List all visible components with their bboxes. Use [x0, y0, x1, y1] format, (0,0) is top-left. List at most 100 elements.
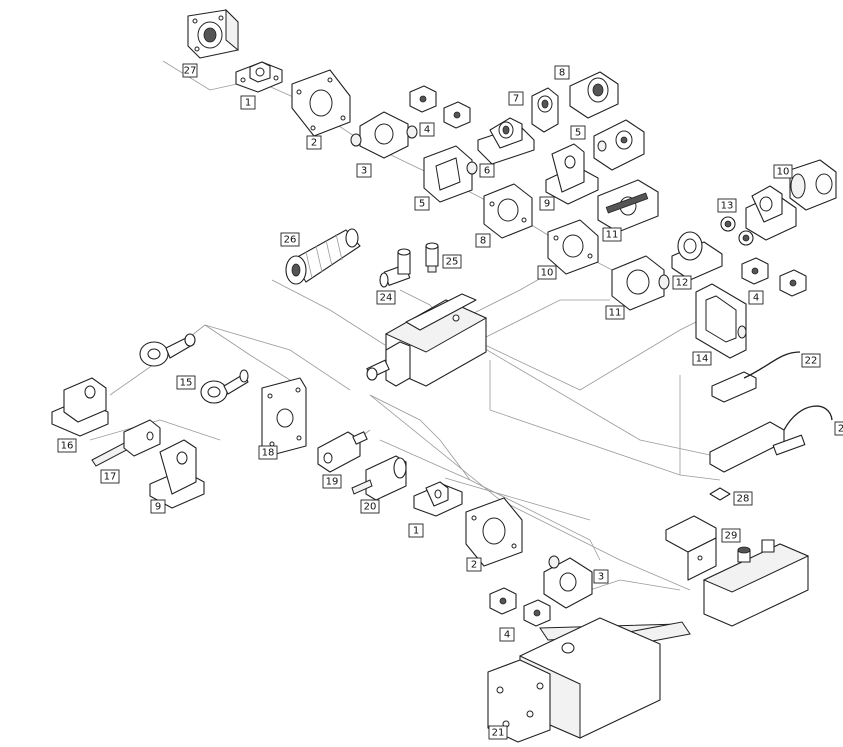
svg-text:15: 15 [180, 378, 193, 389]
svg-text:10: 10 [777, 167, 790, 178]
callout-21: 21 [488, 725, 508, 740]
callout-18: 18 [258, 445, 278, 460]
part-1-foot-bracket-top [235, 61, 283, 93]
svg-text:27: 27 [184, 66, 197, 77]
callout-labels: 27 1 2 3 4 5 6 7 8 5 9 8 10 11 11 10 13 … [57, 63, 843, 740]
svg-text:19: 19 [326, 477, 339, 488]
part-25-fitting [425, 242, 439, 273]
callout-3-bottom: 3 [593, 569, 609, 584]
callout-5-right: 5 [570, 125, 586, 140]
callout-26: 26 [280, 232, 300, 247]
part-17-threaded-clevis [91, 419, 161, 467]
svg-text:1: 1 [245, 98, 251, 109]
svg-text:6: 6 [484, 166, 490, 177]
svg-text:26: 26 [284, 235, 297, 246]
svg-text:16: 16 [61, 441, 74, 452]
svg-text:2: 2 [311, 138, 317, 149]
svg-text:3: 3 [361, 166, 367, 177]
svg-text:18: 18 [262, 448, 275, 459]
part-5-square-frame [423, 145, 478, 203]
part-7-eye [531, 87, 559, 133]
svg-text:17: 17 [104, 472, 117, 483]
part-3-trunnion-top [350, 111, 418, 159]
part-29-angle-bracket [665, 515, 717, 581]
svg-text:28: 28 [737, 494, 750, 505]
svg-text:7: 7 [513, 94, 519, 105]
callout-12: 12 [672, 275, 692, 290]
part-6-clevis-foot [477, 117, 535, 165]
part-19-rod-clevis [317, 431, 368, 473]
part-rod-eye-top [139, 333, 196, 367]
part-1-foot-bracket-bottom [413, 481, 463, 517]
svg-text:4: 4 [504, 630, 510, 641]
callout-5-mid: 5 [414, 196, 430, 211]
callout-28: 28 [733, 491, 753, 506]
part-20-floating-joint [351, 455, 407, 501]
callout-4-bottom: 4 [499, 627, 515, 642]
svg-text:12: 12 [676, 278, 689, 289]
part-11-shaft-bracket-a [597, 179, 659, 233]
callout-22: 22 [801, 353, 821, 368]
part-28-clip [709, 487, 731, 501]
part-4-blocks-bottom [489, 587, 551, 627]
part-15-rod-eye [200, 369, 249, 404]
svg-text:9: 9 [155, 502, 161, 513]
part-11-flange-b [611, 255, 670, 311]
callout-9-left: 9 [150, 499, 166, 514]
svg-text:1: 1 [413, 526, 419, 537]
callout-8-mid: 8 [475, 233, 491, 248]
callout-6: 6 [479, 163, 495, 178]
callout-9-right: 9 [539, 196, 555, 211]
svg-text:25: 25 [446, 257, 459, 268]
part-16-clevis-mount [51, 377, 109, 437]
svg-text:2: 2 [471, 560, 477, 571]
callout-29: 29 [721, 528, 741, 543]
callout-16: 16 [57, 438, 77, 453]
svg-text:5: 5 [575, 128, 581, 139]
callout-10-right: 10 [773, 164, 793, 179]
part-14-mounting-frame [695, 283, 747, 359]
callout-1-top: 1 [240, 95, 256, 110]
part-8-clevis-bracket-top [569, 71, 619, 119]
svg-text:8: 8 [559, 68, 565, 79]
svg-text:11: 11 [609, 308, 622, 319]
part-13-pivot-bracket [720, 185, 797, 246]
callout-13: 13 [717, 198, 737, 213]
callout-8-top: 8 [554, 65, 570, 80]
callout-27: 27 [182, 63, 198, 78]
part-18-square-plate [261, 377, 307, 457]
svg-text:3: 3 [598, 572, 604, 583]
svg-text:14: 14 [696, 354, 709, 365]
svg-text:29: 29 [725, 531, 738, 542]
callout-17: 17 [100, 469, 120, 484]
callout-4-top: 4 [419, 122, 435, 137]
part-3-trunnion-bottom [543, 555, 593, 609]
svg-text:10: 10 [541, 268, 554, 279]
leader-lines [89, 60, 721, 601]
part-2-flange-plate-top [291, 69, 351, 137]
part-21-guide-unit [487, 617, 691, 743]
svg-text:13: 13 [721, 201, 734, 212]
callout-2-bottom: 2 [466, 557, 482, 572]
callout-15: 15 [176, 375, 196, 390]
callout-25: 25 [442, 254, 462, 269]
callout-7: 7 [508, 91, 524, 106]
callout-3-top: 3 [356, 163, 372, 178]
part-9-foot-right [545, 143, 599, 205]
svg-text:11: 11 [606, 230, 619, 241]
part-2-flange-plate-bottom [465, 497, 523, 567]
callout-11-b: 11 [605, 305, 625, 320]
part-26-bellows [285, 228, 361, 285]
part-10-trunnion-right [789, 159, 837, 211]
part-9-foot-left [149, 439, 205, 509]
part-24-elbow-fitting [379, 248, 411, 288]
part-10-flange-mid [547, 219, 599, 275]
svg-text:21: 21 [492, 728, 505, 739]
part-12-clevis [671, 231, 723, 281]
part-22-sensor [711, 351, 801, 403]
callout-2-top: 2 [306, 135, 322, 150]
part-23-sensor-cable [709, 405, 833, 473]
callout-14: 14 [692, 351, 712, 366]
part-5-clevis-right [593, 119, 645, 171]
